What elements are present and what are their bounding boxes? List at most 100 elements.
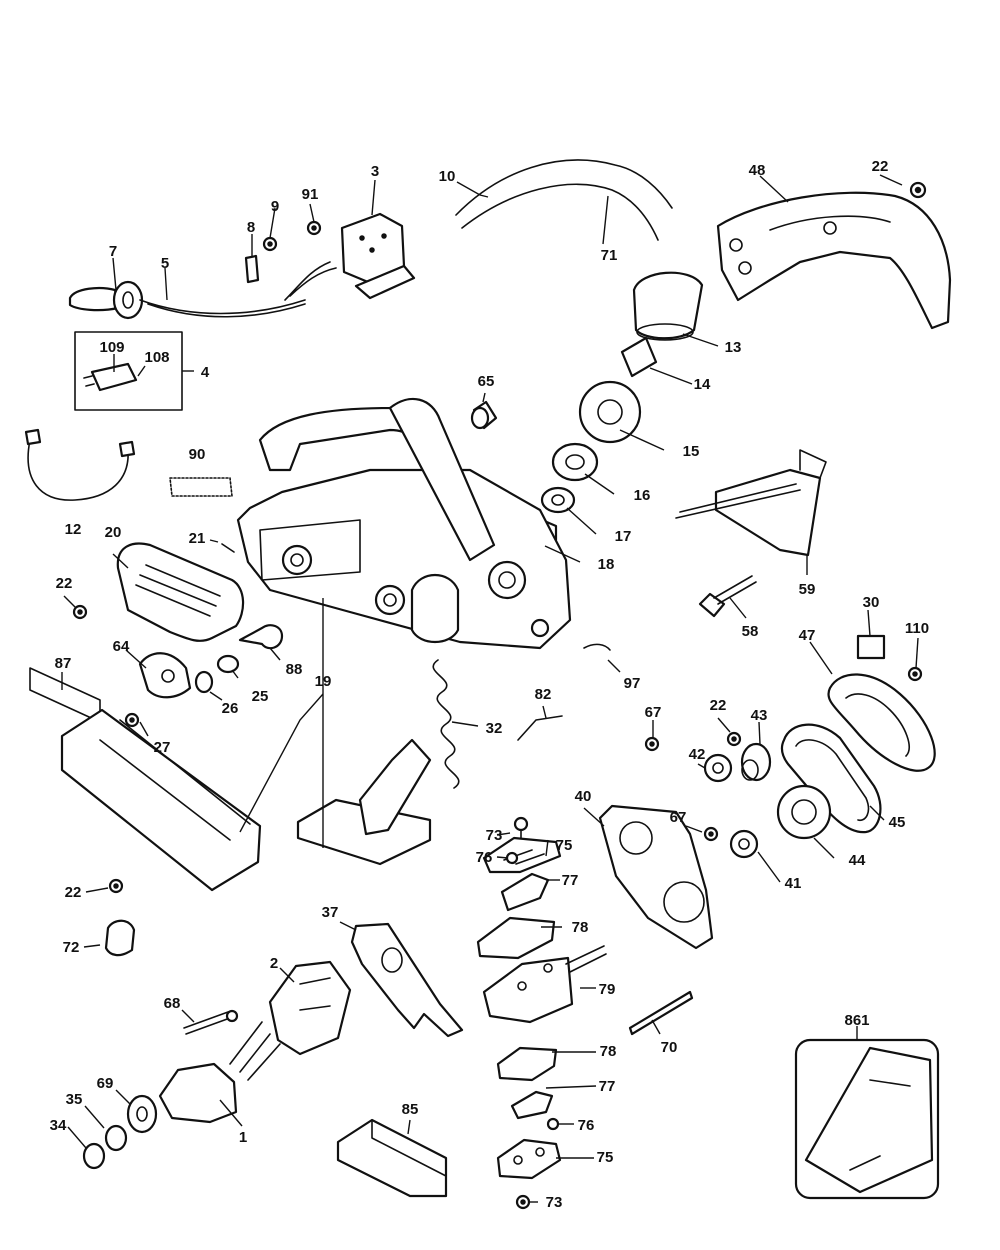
label-64: 64	[113, 638, 130, 655]
part-41-bearing	[729, 829, 759, 859]
label-22: 22	[872, 158, 889, 175]
part-77-holder-bottom	[510, 1090, 554, 1120]
part-64-bracket	[138, 652, 192, 699]
part-91-screw	[306, 220, 322, 236]
part-20-cover	[116, 542, 245, 642]
label-87: 87	[55, 655, 72, 672]
label-15: 15	[683, 443, 700, 460]
label-48: 48	[749, 162, 766, 179]
part-21-pin	[221, 543, 235, 553]
part-68-screw	[183, 1009, 239, 1035]
part-16-spring-cup	[551, 442, 599, 482]
part-48-handle-cover	[716, 191, 952, 330]
part-40-belt-cover	[598, 804, 714, 950]
part-15-depth-knob	[578, 380, 642, 444]
label-76: 76	[476, 849, 493, 866]
label-91: 91	[302, 186, 319, 203]
label-67: 67	[670, 809, 687, 826]
part-73-screw-bottom	[515, 1194, 531, 1210]
label-75: 75	[556, 837, 573, 854]
label-78: 78	[572, 919, 589, 936]
part-1-armature	[158, 1021, 281, 1124]
label-72: 72	[63, 939, 80, 956]
label-2: 2	[270, 955, 278, 972]
part-65-bushing	[470, 400, 498, 430]
label-59: 59	[799, 581, 816, 598]
label-861: 861	[844, 1012, 869, 1029]
part-78-blade-bottom	[496, 1046, 558, 1082]
label-22: 22	[65, 884, 82, 901]
label-16: 16	[634, 487, 651, 504]
label-5: 5	[161, 255, 169, 272]
part-42-bearing	[703, 753, 733, 783]
label-110: 110	[905, 620, 929, 637]
label-19: 19	[315, 673, 332, 690]
label-21: 21	[189, 530, 206, 547]
label-32: 32	[486, 720, 503, 737]
label-68: 68	[164, 995, 181, 1012]
part-8-terminal	[244, 254, 260, 284]
part-22-screw-bottom	[108, 878, 124, 894]
label-88: 88	[286, 661, 303, 678]
part-26-bushing	[194, 670, 214, 694]
label-78: 78	[600, 1043, 617, 1060]
label-77: 77	[599, 1078, 616, 1095]
part-88-knob	[238, 624, 284, 650]
part-77-holder-top	[500, 872, 550, 912]
part-10-71-leads	[455, 159, 673, 241]
label-85: 85	[402, 1101, 419, 1118]
label-77: 77	[562, 872, 579, 889]
label-17: 17	[615, 528, 632, 545]
part-17-washer	[540, 486, 576, 514]
label-18: 18	[598, 556, 615, 573]
label-37: 37	[322, 904, 339, 921]
part-22-screw-mid	[726, 731, 742, 747]
label-44: 44	[849, 852, 866, 869]
part-67-screw-a	[644, 736, 660, 752]
label-69: 69	[97, 1075, 114, 1092]
part-76-screw-bottom	[546, 1117, 560, 1131]
part-2-field-coil	[268, 960, 352, 1056]
leader-lines	[61, 174, 919, 1203]
part-25-spring	[216, 654, 240, 674]
label-65: 65	[478, 373, 495, 390]
label-4: 4	[201, 364, 210, 381]
label-22: 22	[710, 697, 727, 714]
part-44-pulley	[776, 784, 832, 840]
part-78-blade-top	[476, 916, 556, 960]
label-73: 73	[546, 1194, 563, 1211]
label-8: 8	[247, 219, 255, 236]
label-26: 26	[222, 700, 239, 717]
part-5-cord	[139, 299, 306, 318]
label-41: 41	[785, 875, 802, 892]
label-67: 67	[645, 704, 662, 721]
part-72-clip	[104, 919, 136, 957]
label-22: 22	[56, 575, 73, 592]
label-34: 34	[50, 1117, 67, 1134]
part-87-label	[29, 667, 101, 723]
label-40: 40	[575, 788, 592, 805]
part-109-108-plug	[83, 362, 138, 392]
part-47-belt-housing	[827, 673, 936, 772]
label-12: 12	[65, 521, 82, 538]
part-9-screw	[262, 236, 278, 252]
label-71: 71	[601, 247, 618, 264]
part-12-cable	[24, 428, 136, 501]
part-97-clip	[583, 643, 611, 651]
label-42: 42	[689, 746, 706, 763]
label-73: 73	[486, 827, 503, 844]
part-30-label	[856, 634, 886, 660]
label-58: 58	[742, 623, 759, 640]
label-10: 10	[439, 168, 456, 185]
part-22-screw-left	[72, 604, 88, 620]
label-47: 47	[799, 627, 816, 644]
label-35: 35	[66, 1091, 83, 1108]
label-30: 30	[863, 594, 880, 611]
wires	[284, 261, 337, 301]
part-58-screw	[698, 575, 757, 618]
part-19-housing	[236, 398, 572, 650]
label-43: 43	[751, 707, 768, 724]
label-25: 25	[252, 688, 269, 705]
part-70-blade	[628, 990, 694, 1036]
